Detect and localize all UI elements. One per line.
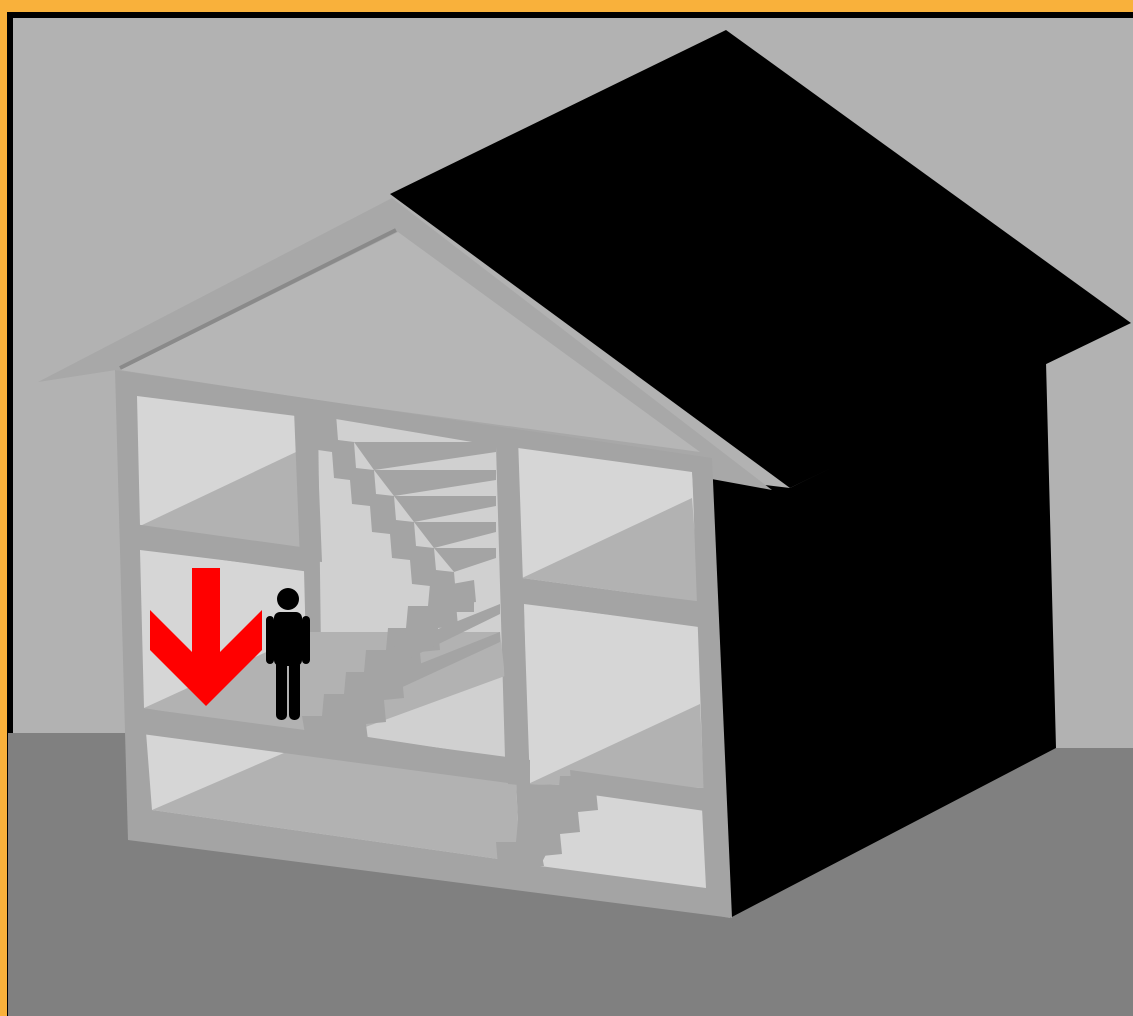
beam-upper-right bbox=[512, 578, 706, 628]
beam-lower-right bbox=[570, 770, 712, 812]
floor-middle-right bbox=[528, 704, 704, 788]
floor-lower bbox=[152, 746, 520, 862]
middle-staircase bbox=[302, 580, 500, 740]
post-right bbox=[692, 464, 730, 918]
floor-upper-left bbox=[140, 452, 300, 548]
house-roof bbox=[390, 30, 1131, 488]
beam-upper-left bbox=[134, 524, 310, 572]
attic-ridge-line bbox=[119, 228, 397, 370]
beam-middle bbox=[140, 708, 530, 786]
lower-staircase bbox=[496, 776, 598, 866]
post-left-inner bbox=[294, 410, 322, 562]
post-center bbox=[496, 436, 530, 786]
person-icon bbox=[266, 588, 310, 720]
attic-inner bbox=[120, 232, 700, 452]
down-arrow-icon bbox=[150, 568, 262, 706]
floor-upper-right bbox=[522, 498, 700, 602]
upper-staircase bbox=[316, 412, 496, 612]
house-side-wall bbox=[708, 362, 1056, 918]
room-lower-right bbox=[540, 790, 706, 888]
